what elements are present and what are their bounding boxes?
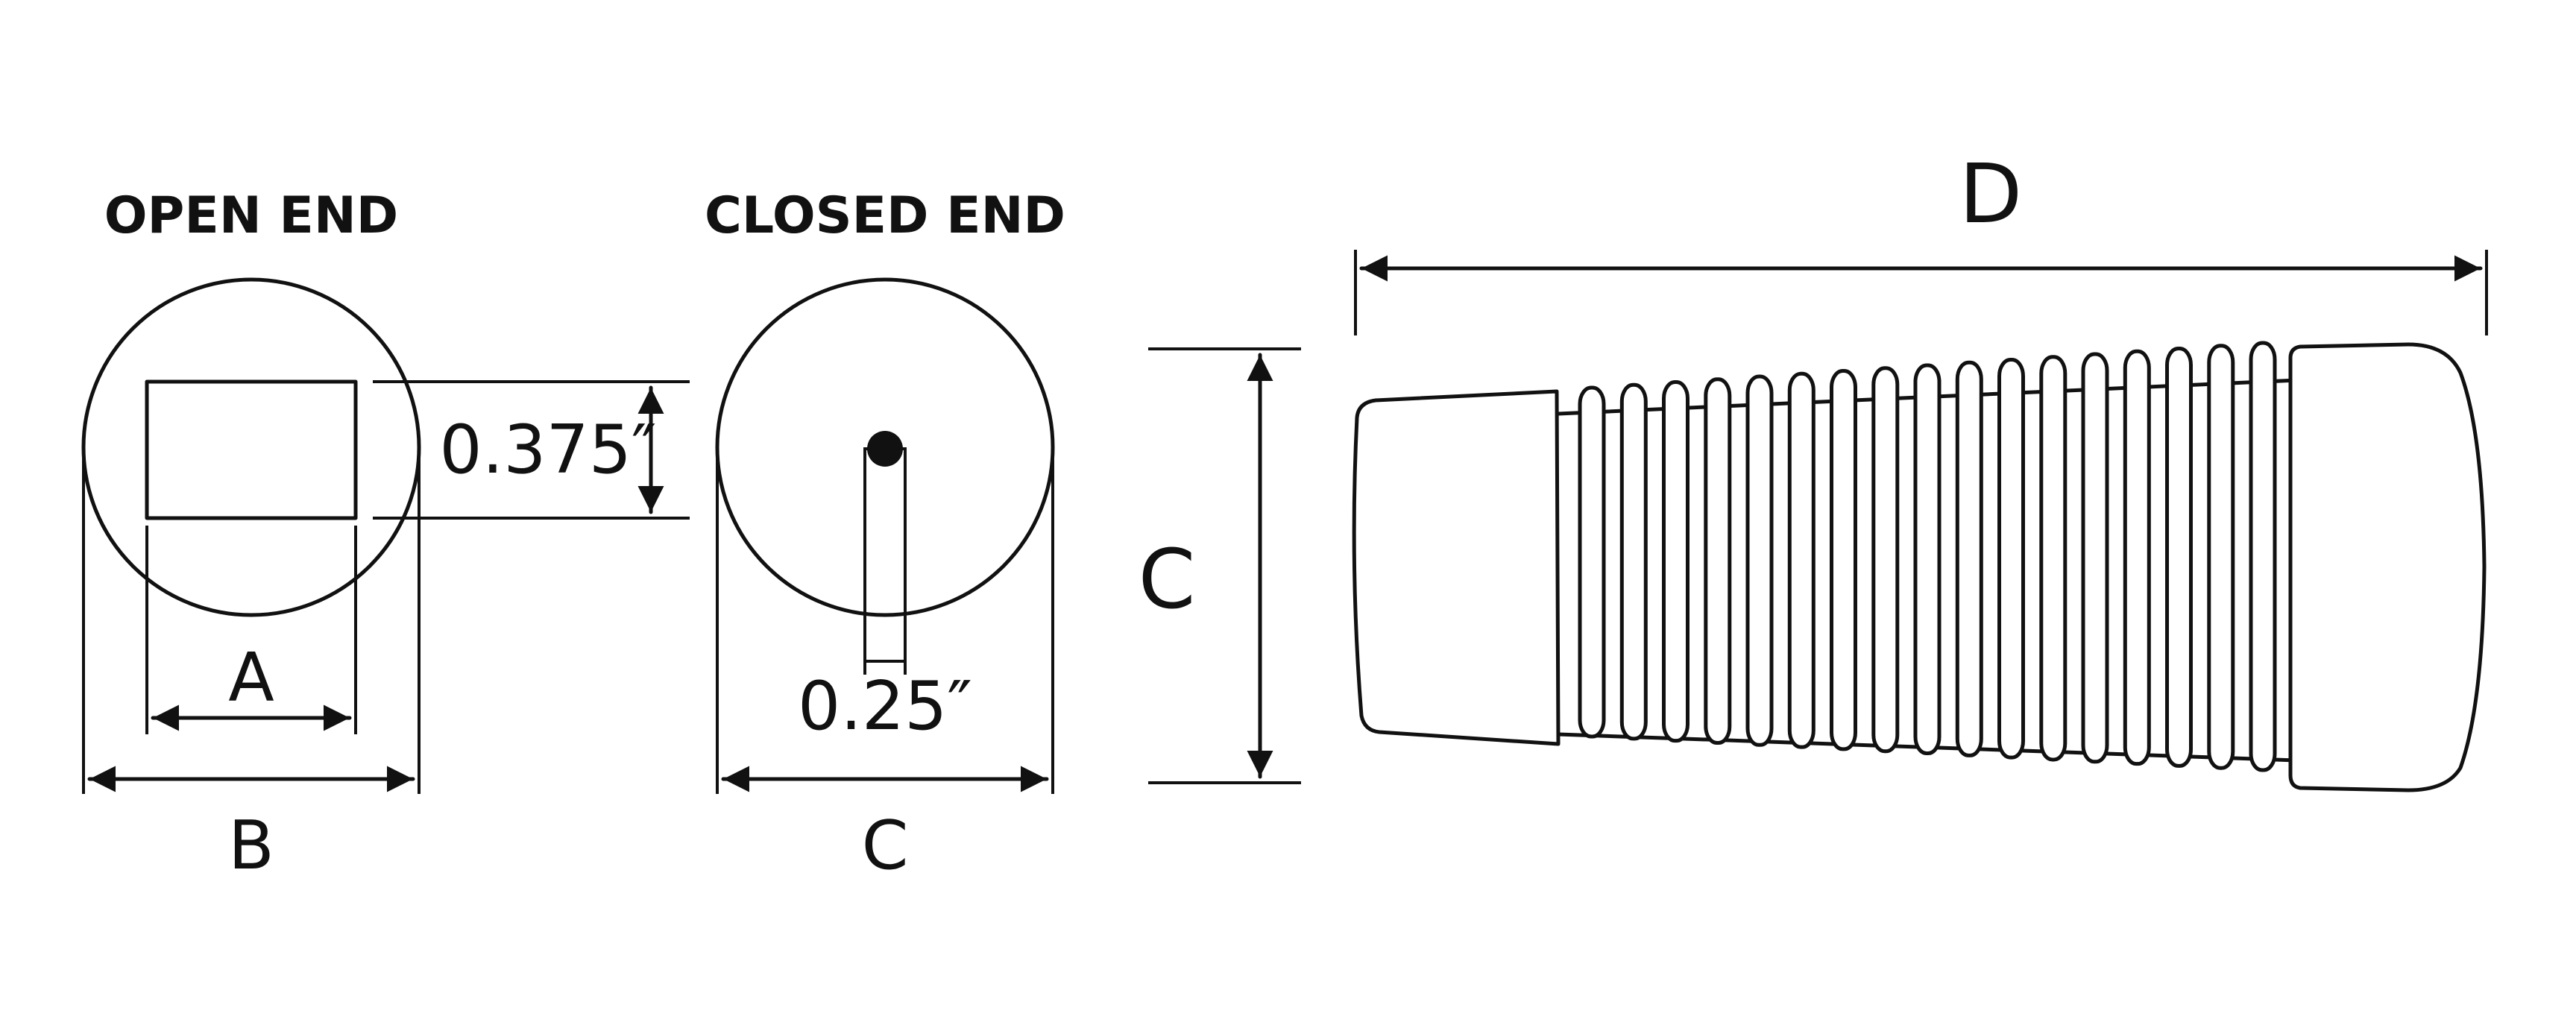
grommet-rib xyxy=(1704,377,1732,745)
grommet-right-cap xyxy=(2288,342,2487,792)
grommet-rib xyxy=(1871,366,1900,754)
open-end-view: OPEN END 0.375″ A B xyxy=(81,186,690,885)
dim-b-label: B xyxy=(228,807,274,885)
closed-end-title: CLOSED END xyxy=(705,186,1065,245)
grommet-rib xyxy=(2249,341,2277,772)
slot-height-label: 0.375″ xyxy=(439,411,656,489)
grommet-rib xyxy=(2039,355,2068,762)
open-end-circle xyxy=(81,277,421,617)
grommet-left-tip xyxy=(1352,389,1561,746)
grommet-rib xyxy=(1787,371,1816,749)
grommet-rib xyxy=(1997,358,2025,760)
length-label: D xyxy=(1959,146,2023,242)
open-end-slot xyxy=(145,379,358,520)
grommet-rib xyxy=(1830,369,1857,751)
dim-c-label: C xyxy=(862,807,909,885)
grommet-rib xyxy=(2081,352,2109,764)
grommet-rib xyxy=(1955,360,1983,757)
grommet-rib xyxy=(2207,344,2235,770)
diameter-label: C xyxy=(1139,532,1196,627)
grommet-rib xyxy=(1662,380,1689,743)
grommet-rib xyxy=(1578,385,1606,739)
grommet-ribs xyxy=(1578,341,2277,772)
side-view: C D xyxy=(1139,146,2488,792)
slit-width-label: 0.25″ xyxy=(798,667,972,745)
grommet-rib xyxy=(1745,374,1774,747)
grommet-rib xyxy=(2165,347,2193,768)
grommet-rib xyxy=(1619,382,1648,741)
open-end-title: OPEN END xyxy=(104,186,399,245)
closed-end-slit xyxy=(863,447,907,663)
grommet-rib xyxy=(2123,349,2151,766)
closed-end-view: CLOSED END 0.25″ C xyxy=(705,186,1065,885)
dim-a-label: A xyxy=(228,639,274,717)
grommet-rib xyxy=(1913,363,1942,755)
